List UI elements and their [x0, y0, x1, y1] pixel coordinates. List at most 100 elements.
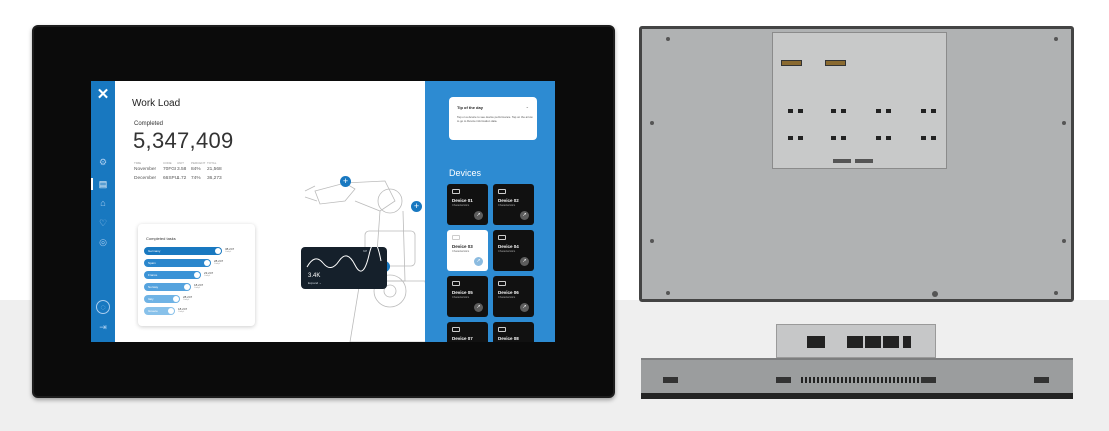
- vent-slot: [857, 377, 859, 383]
- table-cell: 74%: [191, 176, 201, 181]
- task-knob: [184, 284, 190, 290]
- table-header-cell: UNIT: [177, 160, 184, 165]
- device-icon: [452, 281, 460, 286]
- task-knob: [204, 260, 210, 266]
- vent-slot: [909, 377, 911, 383]
- table-cell: December: [134, 176, 157, 181]
- screw: [650, 239, 654, 243]
- vent-slot: [853, 377, 855, 383]
- table-cell: 21,568: [207, 167, 222, 172]
- vent-slot: [917, 377, 919, 383]
- fingerprint-icon[interactable]: ◌: [96, 300, 110, 314]
- task-bar: Italy: [144, 295, 180, 303]
- vent-slot: [845, 377, 847, 383]
- expand-label: Expand: [308, 281, 319, 285]
- completed-value: 5,347,409: [133, 128, 234, 153]
- vent-slot: [893, 377, 895, 383]
- vent-slot: [849, 377, 851, 383]
- task-value: 23,247: [204, 271, 214, 275]
- table-cell: 70FGI: [163, 167, 177, 172]
- task-subtext: Compl.: [214, 263, 221, 265]
- device-icon: [498, 281, 506, 286]
- power-port: [807, 336, 825, 348]
- task-bar: France: [144, 271, 201, 279]
- vent-slot: [821, 377, 823, 383]
- heart-icon[interactable]: ♡: [98, 218, 108, 228]
- vent-slot: [829, 377, 831, 383]
- vent-slot: [889, 377, 891, 383]
- device-name: Device 03: [452, 244, 473, 249]
- device-icon: [452, 235, 460, 240]
- arrow-icon[interactable]: ↗: [520, 257, 529, 266]
- ethernet-port: [883, 336, 899, 348]
- chevron-down-icon[interactable]: ⌄: [525, 104, 529, 109]
- dashboard-icon[interactable]: ▤: [98, 179, 108, 189]
- task-subtext: Compl.: [178, 311, 185, 313]
- screw: [1054, 37, 1058, 41]
- arrow-icon[interactable]: ↗: [520, 211, 529, 220]
- device-icon: [452, 189, 460, 194]
- mounting-clip: [1034, 377, 1049, 383]
- tip-text: Tap on a device to see device performanc…: [457, 115, 533, 123]
- arrow-icon[interactable]: ↗: [474, 211, 483, 220]
- task-value: 28,247: [183, 295, 193, 299]
- task-subtext: Compl.: [225, 251, 232, 253]
- device-icon: [498, 327, 506, 332]
- logout-icon[interactable]: ⇥: [99, 322, 107, 332]
- device-subtext: Characteristics: [452, 250, 470, 253]
- plus-hotspot-button[interactable]: +: [340, 176, 351, 187]
- vent-slot: [817, 377, 819, 383]
- tip-card[interactable]: Tip of the day ⌄ Tap on a device to see …: [449, 97, 537, 140]
- connector: [781, 60, 802, 66]
- vent-slot: [897, 377, 899, 383]
- table-cell: 84%: [191, 167, 201, 172]
- mounting-clip: [776, 377, 791, 383]
- gear-icon[interactable]: ⚙: [98, 157, 108, 167]
- task-bar: Greece: [144, 307, 175, 315]
- task-subtext: Compl.: [194, 287, 201, 289]
- sparkline-card[interactable]: 347 3.4K Expand ⌄: [301, 243, 387, 289]
- device-name: Device 08: [498, 336, 519, 341]
- location-icon[interactable]: ◎: [99, 237, 107, 247]
- vent-slot: [861, 377, 863, 383]
- vent-slot: [905, 377, 907, 383]
- expand-link[interactable]: Expand ⌄: [308, 281, 322, 285]
- touch-screen: ✕ ⚙ ▤ ⌂ ♡ ◎ ◌ ⇥ Work Load Completed 5,34…: [91, 81, 555, 342]
- arrow-icon[interactable]: ↗: [520, 303, 529, 312]
- task-value: 38,247: [225, 247, 235, 251]
- vent-slot: [825, 377, 827, 383]
- vent-slot: [901, 377, 903, 383]
- device-back: [639, 26, 1074, 302]
- sidebar: ✕ ⚙ ▤ ⌂ ♡ ◎ ◌ ⇥: [91, 81, 115, 342]
- connector: [825, 60, 846, 66]
- close-icon[interactable]: ✕: [96, 86, 110, 103]
- sparkline-value: 3.4K: [308, 273, 321, 279]
- screw: [1054, 291, 1058, 295]
- vent-slot: [881, 377, 883, 383]
- table-header-cell: CODE: [163, 160, 172, 165]
- task-knob: [215, 248, 221, 254]
- screw: [932, 291, 938, 297]
- arrow-icon[interactable]: ↗: [474, 303, 483, 312]
- device-icon: [452, 327, 460, 332]
- page-title: Work Load: [132, 98, 181, 109]
- table-cell: 3.58: [177, 167, 187, 172]
- arrow-icon[interactable]: ↗: [474, 257, 483, 266]
- vent-slot: [913, 377, 915, 383]
- device-card[interactable]: Device 07: [447, 322, 488, 342]
- usb-port: [903, 336, 911, 348]
- plus-hotspot-button[interactable]: +: [411, 201, 422, 212]
- table-row[interactable]: December 66SPU 1.72 74% 36,273: [134, 174, 225, 183]
- hierarchy-icon[interactable]: ⌂: [100, 198, 106, 208]
- table-row[interactable]: November 70FGI 3.58 84% 21,568: [134, 165, 225, 174]
- table-header: TIME CODE UNIT PERCENT TOTAL: [134, 160, 225, 165]
- vent-slot: [837, 377, 839, 383]
- device-card[interactable]: Device 08: [493, 322, 534, 342]
- screw: [1062, 239, 1066, 243]
